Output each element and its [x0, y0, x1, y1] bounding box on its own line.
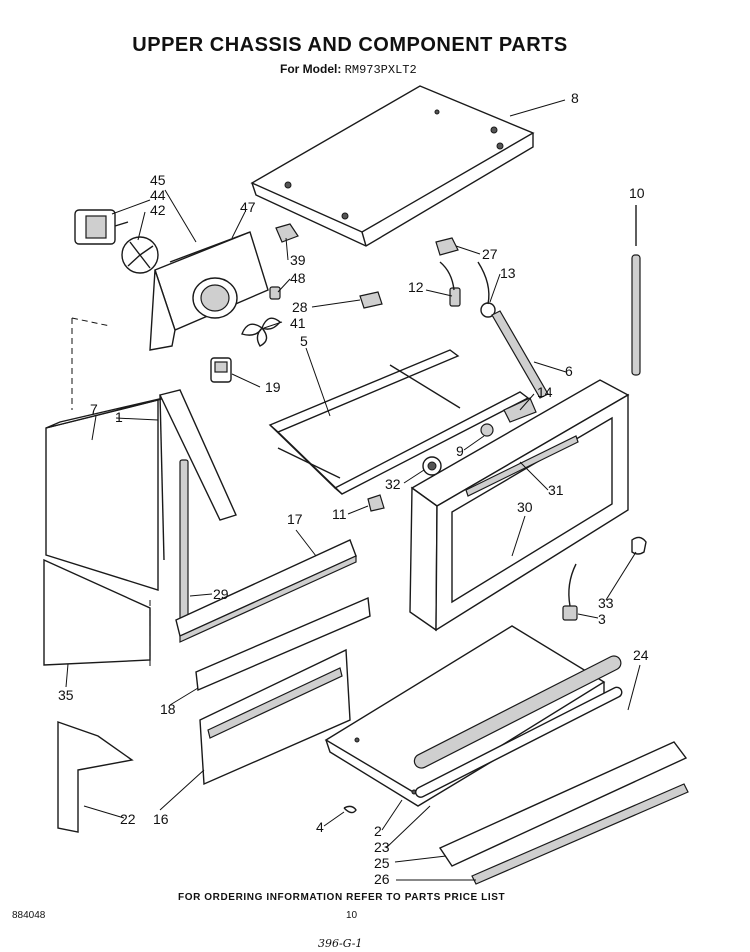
callout-8: 8: [571, 90, 579, 106]
part-7-side-panel: [45, 395, 173, 591]
part-17-trim: [175, 539, 357, 643]
callout-47: 47: [240, 199, 256, 215]
part-6-rod: [491, 310, 549, 399]
callout-25: 25: [374, 855, 390, 871]
callout-13: 13: [500, 265, 516, 281]
handwritten-note: 396-G-1: [318, 937, 363, 950]
callout-4: 4: [316, 819, 324, 835]
part-27-bracket: [435, 237, 459, 256]
callout-45: 45: [150, 172, 166, 188]
model-number: RM973PXLT2: [344, 63, 417, 77]
callout-22: 22: [120, 811, 136, 827]
callout-5: 5: [300, 333, 308, 349]
part-4-clip: [343, 805, 357, 814]
callout-3: 3: [598, 611, 606, 627]
part-2-floor-panel: [324, 625, 606, 807]
part-25-reflector: [438, 741, 688, 867]
part-16-front-panel: [199, 648, 351, 786]
part-30-door-frame: [409, 379, 630, 632]
part-33-bulb: [631, 536, 647, 555]
dashed-guide: [71, 317, 111, 327]
callout-9: 9: [456, 443, 464, 459]
callout-39: 39: [290, 252, 306, 268]
part-8-top-cover: [250, 85, 535, 247]
part-42-motor: [74, 209, 129, 245]
part-32-knob: [422, 456, 442, 476]
callout-19: 19: [265, 379, 281, 395]
part-12-switch: [439, 261, 461, 307]
part-28-bracket: [359, 291, 383, 309]
callout-7: 7: [90, 401, 98, 417]
part-26-strip: [471, 783, 689, 885]
part-3-socket: [562, 563, 578, 621]
part-10-rod: [631, 205, 641, 376]
part-35-lower-side: [43, 558, 151, 668]
callout-16: 16: [153, 811, 169, 827]
callout-labels: 8 10 45 44 42 47 27 39 13 48 12 28 41 5 …: [58, 90, 649, 887]
part-9-knob: [480, 423, 494, 437]
callout-17: 17: [287, 511, 303, 527]
callout-6: 6: [565, 363, 573, 379]
part-1-rear-brace: [158, 389, 237, 561]
callout-30: 30: [517, 499, 533, 515]
part-31-handle-bar: [465, 435, 579, 497]
part-24-tube: [413, 655, 622, 769]
callout-32: 32: [385, 476, 401, 492]
ordering-note: FOR ORDERING INFORMATION REFER TO PARTS …: [178, 892, 506, 903]
callout-48: 48: [290, 270, 306, 286]
callout-2: 2: [374, 823, 382, 839]
callout-26: 26: [374, 871, 390, 887]
part-23-tube: [415, 686, 623, 798]
callout-33: 33: [598, 595, 614, 611]
document-number: 884048: [12, 910, 46, 921]
part-47-fan-housing: [149, 231, 269, 351]
part-48-clip: [269, 286, 281, 300]
page-title: UPPER CHASSIS AND COMPONENT PARTS: [132, 34, 568, 56]
callout-1: 1: [115, 409, 123, 425]
callout-31: 31: [548, 482, 564, 498]
part-41-fan-blade: [241, 317, 281, 347]
callout-11: 11: [332, 506, 347, 522]
part-18-trim: [195, 596, 371, 692]
callout-14: 14: [537, 384, 553, 400]
callout-42: 42: [150, 202, 166, 218]
part-44-fan-blade: [121, 236, 159, 274]
callout-28: 28: [292, 299, 308, 315]
part-39-bracket: [275, 223, 299, 243]
callout-44: 44: [150, 187, 166, 203]
model-line: For Model: RM973PXLT2: [280, 62, 417, 77]
callout-leaders: [65, 99, 641, 881]
callout-23: 23: [374, 839, 390, 855]
model-prefix: For Model:: [280, 62, 342, 76]
callout-29: 29: [213, 586, 229, 602]
part-29-strip: [179, 459, 189, 621]
callout-24: 24: [633, 647, 649, 663]
part-19-bracket: [210, 357, 232, 383]
callout-10: 10: [629, 185, 645, 201]
page-number: 10: [346, 910, 358, 921]
part-11-clip: [367, 494, 385, 512]
part-13-light-socket: [477, 261, 496, 318]
callout-41: 41: [290, 315, 306, 331]
callout-35: 35: [58, 687, 74, 703]
part-22-bracket: [57, 721, 134, 833]
callout-27: 27: [482, 246, 498, 262]
part-5-frame: [268, 349, 530, 495]
callout-18: 18: [160, 701, 176, 717]
callout-12: 12: [408, 279, 424, 295]
